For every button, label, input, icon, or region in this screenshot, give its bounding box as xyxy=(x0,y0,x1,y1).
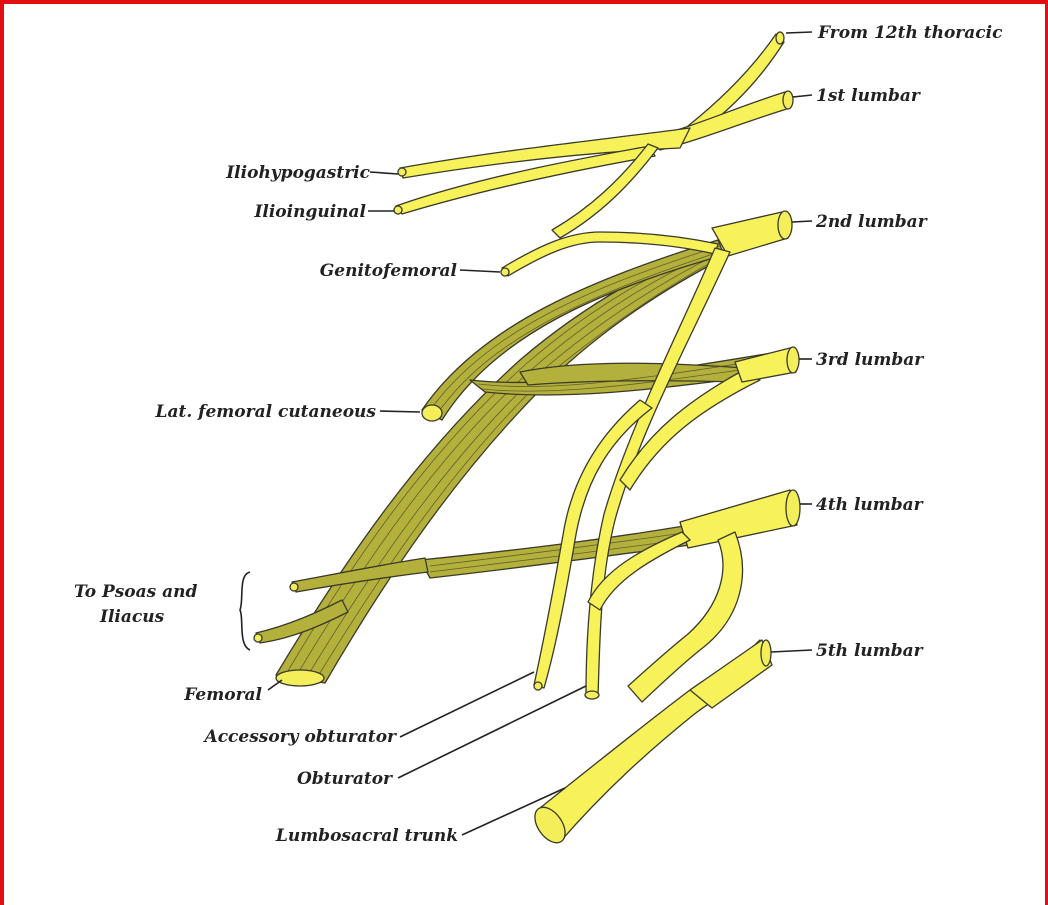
l3-cut-end xyxy=(787,347,799,373)
l1-cut-end xyxy=(783,91,793,109)
obturator-cut-end xyxy=(585,691,599,699)
label-accessory-obturator: Accessory obturator xyxy=(203,727,398,747)
genitofemoral-cut-end xyxy=(501,268,509,276)
label-2nd-lumbar: 2nd lumbar xyxy=(815,212,928,232)
label-iliohypogastric: Iliohypogastric xyxy=(225,163,370,183)
label-genitofemoral: Genitofemoral xyxy=(320,261,458,281)
label-obturator: Obturator xyxy=(297,769,393,789)
ilioinguinal-cut-end xyxy=(394,206,402,214)
label-to-psoas: To Psoas and xyxy=(74,582,198,602)
label-1st-lumbar: 1st lumbar xyxy=(816,86,921,106)
label-4th-lumbar: 4th lumbar xyxy=(816,495,924,515)
lumbar-4-root xyxy=(680,490,797,548)
label-5th-lumbar: 5th lumbar xyxy=(816,641,924,661)
psoas-upper-cut-end xyxy=(290,583,298,591)
label-from-12th-thoracic: From 12th thoracic xyxy=(817,23,1003,43)
label-lat-femoral-cutaneous: Lat. femoral cutaneous xyxy=(155,402,377,422)
lumbar-5-root xyxy=(690,640,772,708)
iliohypogastric-cut-end xyxy=(398,168,406,176)
psoas-lower-cut-end xyxy=(254,634,262,642)
t12-cut-end xyxy=(776,32,784,44)
label-3rd-lumbar: 3rd lumbar xyxy=(816,350,924,370)
label-iliacus: Iliacus xyxy=(99,607,165,627)
femoral-nerve xyxy=(276,242,728,683)
label-femoral: Femoral xyxy=(183,685,262,705)
l5-cut-end xyxy=(761,640,771,666)
l4-cut-end xyxy=(786,490,800,526)
label-lumbosacral-trunk: Lumbosacral trunk xyxy=(275,826,458,846)
femoral-cut-end xyxy=(276,670,324,686)
l2-cut-end xyxy=(778,211,792,239)
label-ilioinguinal: Ilioinguinal xyxy=(253,202,366,222)
accessory-obturator-cut-end xyxy=(534,682,542,690)
lumbar-2-root xyxy=(712,212,788,256)
lfc-cut-end xyxy=(422,405,442,421)
